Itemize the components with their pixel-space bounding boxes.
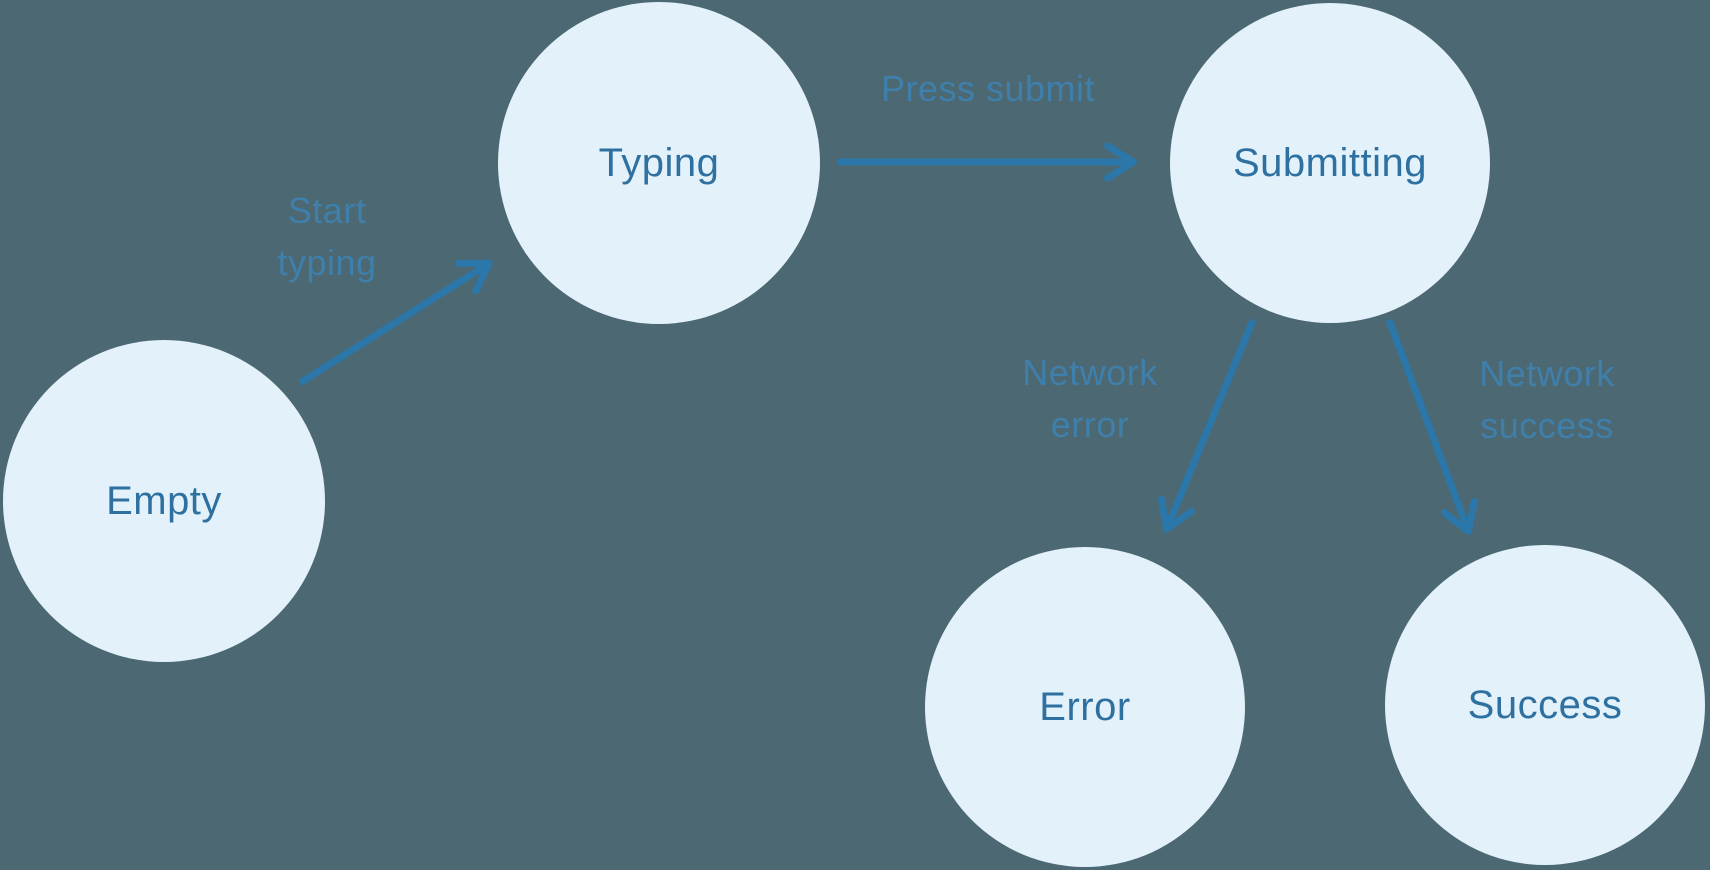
- edge-label-start-typing: Start typing: [277, 190, 377, 283]
- state-node-success-label: Success: [1467, 682, 1623, 727]
- state-node-typing: Typing: [498, 2, 820, 324]
- state-node-error: Error: [925, 547, 1245, 867]
- state-node-typing-label: Typing: [598, 140, 720, 185]
- state-node-empty: Empty: [3, 340, 325, 662]
- edge-label-network-error: Network error: [1022, 352, 1158, 445]
- edge-label-network-success: Network success: [1479, 353, 1615, 446]
- state-node-error-label: Error: [1039, 684, 1131, 729]
- state-node-success: Success: [1385, 545, 1705, 865]
- state-node-submitting-label: Submitting: [1233, 140, 1427, 185]
- state-node-submitting: Submitting: [1170, 3, 1490, 323]
- edge-label-press-submit: Press submit: [880, 68, 1096, 109]
- state-node-empty-label: Empty: [106, 478, 222, 523]
